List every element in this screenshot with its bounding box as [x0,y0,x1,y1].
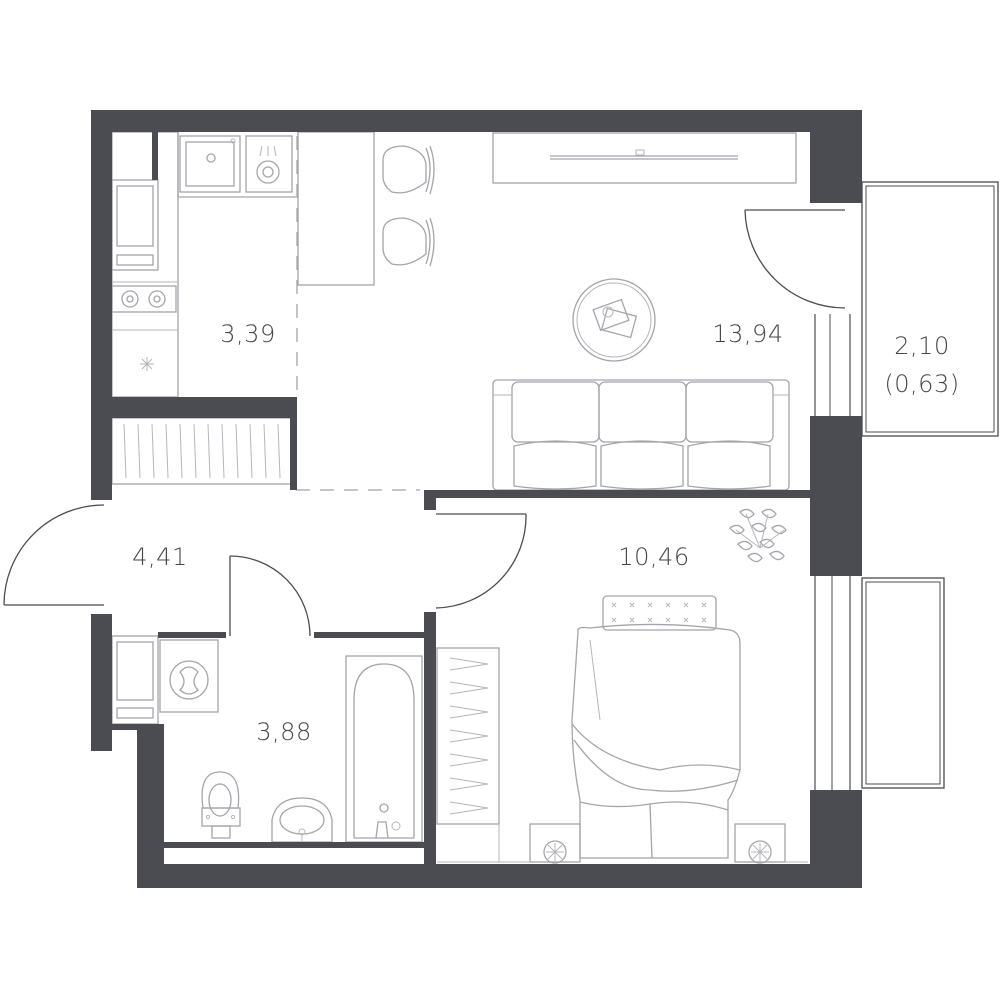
plant-icon [729,508,787,563]
washing-machine-icon [159,639,219,713]
walls [91,110,862,888]
chair-icon [382,145,435,195]
laundry-cabinet [111,635,159,725]
bathtub-icon [345,655,423,843]
kitchen-area-label: 3,39 [220,320,275,348]
bedroom-balcony-frame [861,577,945,789]
area-labels: 3,39 13,94 2,10 (0,63) 4,41 10,46 3,88 [132,320,959,746]
nightstand-right [734,823,786,864]
balcony-reduced-area-label: (0,63) [884,370,959,398]
balcony-area-label: 2,10 [894,332,949,360]
dining-table [297,131,375,286]
hallway-area-label: 4,41 [132,543,187,571]
sofa [492,379,790,491]
bedroom-area-label: 10,46 [618,543,689,571]
hallway-wardrobe [111,417,293,485]
bedroom-door [435,513,527,609]
fan-icon [140,357,154,371]
sink-icon [179,135,241,193]
fridge-icon [111,179,159,271]
washbasin-icon [271,797,333,844]
cooktop-icon [111,285,177,313]
bathroom-area-label: 3,88 [256,718,311,746]
chair-icon [382,217,435,267]
toilet-icon [201,771,241,839]
bed [571,623,741,859]
furniture-layer [111,131,808,864]
dishwasher-icon [245,135,293,193]
tv-stand [492,132,797,184]
bathroom-door [229,555,311,637]
living-room-area-label: 13,94 [712,320,783,348]
bedroom-wardrobe [436,647,500,862]
coffee-table [572,278,656,362]
entrance-door [3,504,105,606]
nightstand-left [529,823,581,864]
balcony [861,181,999,437]
balcony-door [744,209,846,309]
bed-cushion [602,595,717,631]
doors [3,209,846,637]
